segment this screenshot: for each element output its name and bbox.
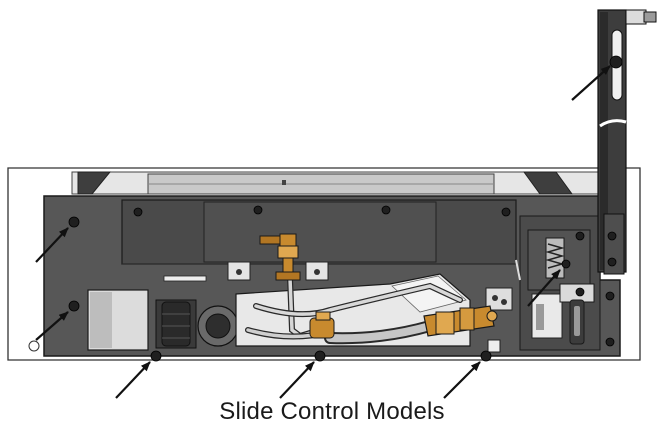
slide-control [527,229,595,345]
arrow-bottom-middle-screw [279,361,315,399]
arrow-left-upper-screw [35,227,69,263]
arrow-bracket-screw [571,65,611,101]
figure-caption: Slide Control Models [219,398,445,425]
arrow-bottom-left-screw [115,361,151,399]
arrow-left-lower-screw [35,311,69,341]
callout-arrows [35,65,611,399]
arrow-bottom-right-screw [443,361,481,399]
brass-fittings [259,233,498,339]
top-channel [71,171,603,195]
bracket-plates [227,261,513,311]
screws [68,55,623,362]
arrow-control-screw [527,269,561,307]
